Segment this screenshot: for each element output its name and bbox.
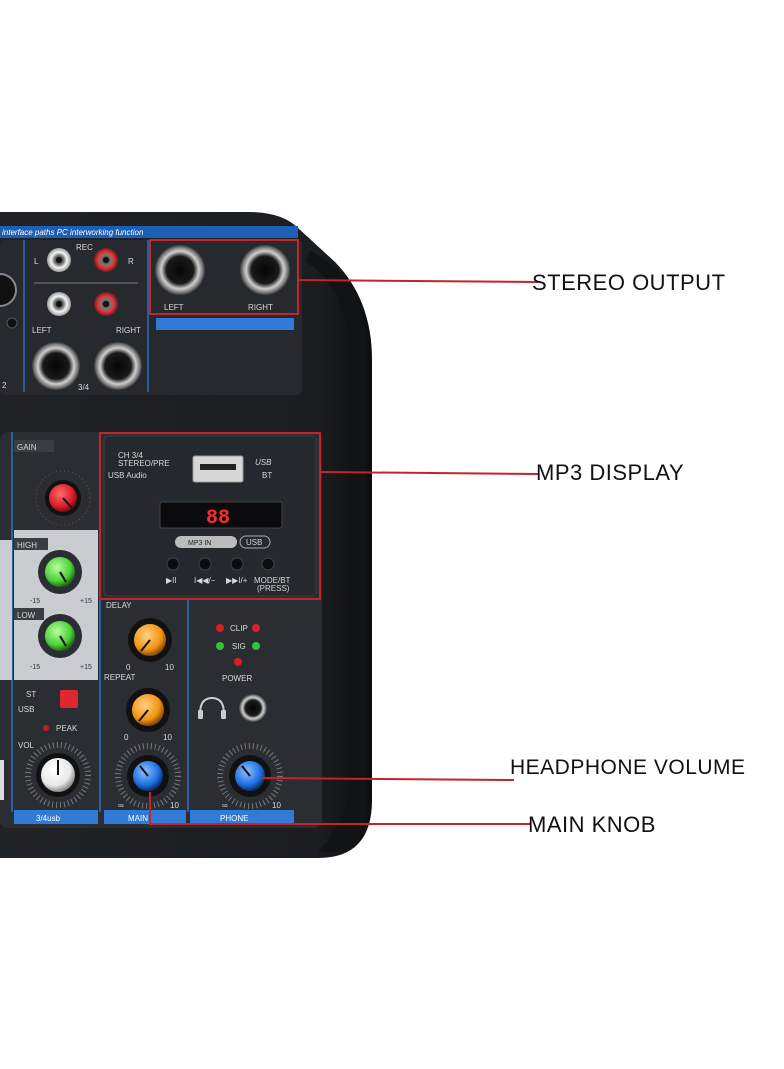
next-button[interactable] [230,557,244,571]
ch4-jack[interactable] [94,342,142,390]
ch34-strip-label: 3/4usb [36,814,61,823]
callout-stereo-output: STEREO OUTPUT [532,270,726,295]
headphone-jack[interactable] [239,694,267,722]
usb-text: USB [255,458,272,467]
phone-strip [190,810,294,824]
phone-strip-label: PHONE [220,814,248,823]
ch34-strip [14,810,98,824]
stereo-output-leader [297,279,539,283]
clip-led-left [216,624,224,632]
repeat-knob[interactable] [126,688,170,732]
peak-label: PEAK [56,724,78,733]
delay-label: DELAY [106,601,132,610]
prev-label: I◀◀/− [194,576,216,585]
mode-label-1: MODE/BT [254,576,291,585]
mp3-display-highlight [99,432,321,600]
main-max: 10 [170,801,179,810]
route-label-3: USB Audio [108,471,147,480]
rca-l-label: L [34,257,39,266]
clip-label: CLIP [230,624,248,633]
output-blue-bar [156,318,294,330]
main-knob-leader [149,792,530,825]
prev-button[interactable] [198,557,212,571]
output-right-label: RIGHT [248,303,273,312]
high-eq-knob[interactable] [38,550,82,594]
power-label: POWER [222,674,252,683]
vol-label: VOL [18,741,35,750]
repeat-label: REPEAT [104,673,136,682]
usb-label: USB [18,705,34,714]
side-grip [306,250,366,852]
st-usb-switch[interactable] [60,690,78,708]
delay-knob[interactable] [128,618,172,662]
headphone-volume-knob[interactable] [217,743,283,809]
low-eq-knob[interactable] [38,614,82,658]
bt-text: BT [262,471,272,480]
top-strip-text: interface paths PC interworking function [2,228,144,237]
mp3-in-label: MP3 IN [188,540,211,547]
next-label: ▶▶I/+ [226,576,248,585]
usb-badge-label: USB [246,538,262,547]
st-label: ST [26,690,36,699]
ch34-label: 3/4 [78,383,90,392]
repeat-max: 10 [163,733,172,742]
low-label: LOW [17,611,36,620]
phone-min: ∞ [222,801,228,810]
phone-max: 10 [272,801,281,810]
main-strip [104,810,186,824]
route-label-2: STEREO/PRE [118,459,170,468]
sig-led-right [252,642,260,650]
stereo-output-right-jack[interactable] [240,245,290,295]
ch3-jack[interactable] [32,342,80,390]
power-led [234,658,242,666]
sig-label: SIG [232,642,246,651]
low-min-label: -15 [30,664,40,671]
rca-r-label: R [128,257,134,266]
gain-label: GAIN [17,443,37,452]
xlr-input-partial[interactable] [0,273,17,307]
mode-label-2: (PRESS) [257,584,290,593]
headphone-icon [198,696,226,719]
ch-2-label: 2 [2,381,7,390]
screw [6,317,18,329]
play-pause-label: ▶II [166,576,177,585]
callout-headphone-volume: HEADPHONE VOLUME [510,756,746,779]
high-min-label: -15 [30,598,40,605]
top-blue-strip [0,226,298,238]
delay-min: 0 [126,663,131,672]
mode-bt-button[interactable] [261,557,275,571]
main-min: ∞ [118,801,124,810]
low-max-label: +15 [80,664,92,671]
rec-label: REC [76,243,93,252]
mp3-display-digits: 88 [206,507,230,530]
headphone-volume-leader [261,777,515,781]
sig-led-left [216,642,224,650]
route-label-1: CH 3/4 [118,451,143,460]
mp3-display-leader [319,471,539,475]
peak-led [43,725,49,731]
delay-max: 10 [165,663,174,672]
play-pause-button[interactable] [166,557,180,571]
high-label: HIGH [17,541,37,550]
main-knob[interactable] [115,743,181,809]
gain-knob[interactable] [35,470,91,526]
mp3-in-badge [175,536,237,548]
repeat-min: 0 [124,733,129,742]
high-max-label: +15 [80,598,92,605]
callout-main-knob: MAIN KNOB [528,812,656,837]
stereo-output-left-jack[interactable] [155,245,205,295]
main-strip-label: MAIN [128,814,148,823]
gain-label-bg [14,440,54,452]
callout-mp3-display: MP3 DISPLAY [536,460,685,485]
output-left-label: LEFT [164,303,184,312]
mp3-display-window [159,501,283,529]
clip-led-right [252,624,260,632]
stereo-output-highlight [149,239,299,315]
rca-left-label-2: LEFT [32,326,52,335]
usb-badge [239,535,271,549]
rca-right-label-2: RIGHT [116,326,141,335]
channel-volume-knob[interactable] [25,742,91,808]
